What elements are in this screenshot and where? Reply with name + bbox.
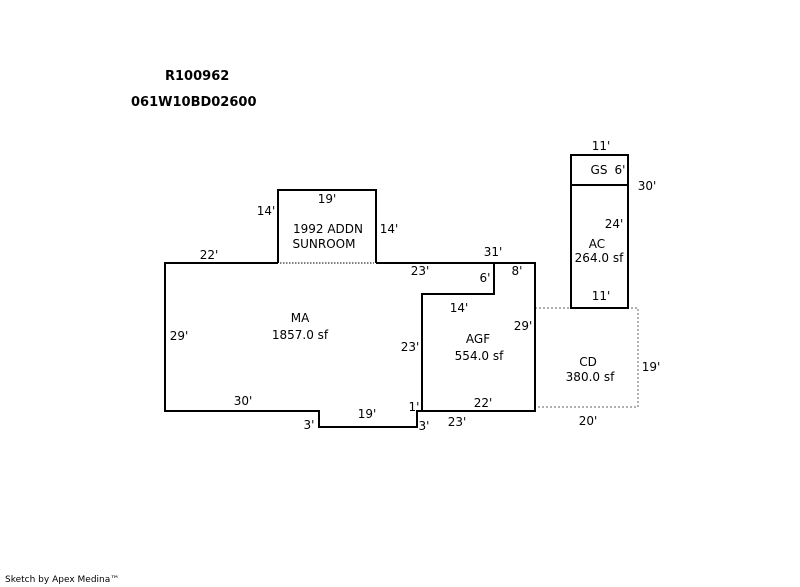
dim-ac-side: 24' [605,217,624,231]
dim-agf-bottom: 22' [474,396,493,410]
parcel-number: 061W10BD02600 [131,95,257,110]
dim-ma-notch-6: 6' [480,271,491,285]
ac-label: AC [589,237,605,251]
dim-gs-top: 11' [592,139,611,153]
dim-gs-depth: 6' [615,163,626,177]
dim-ma-top-left: 22' [200,248,219,262]
dim-ma-bottom-mid: 19' [358,407,377,421]
dim-ma-step-left: 3' [304,418,315,432]
dim-ma-step-right: 3' [419,419,430,433]
cd-deck-outline [535,307,639,408]
sunroom-label-line2: SUNROOM [293,237,356,251]
cd-area: 380.0 sf [566,370,615,384]
sunroom-outline [277,189,377,263]
dim-ma-inner-1: 1' [409,400,420,414]
dim-ma-inner-23-horizontal: 23' [411,264,430,278]
dim-ma-bottom-left: 30' [234,394,253,408]
main-area-outline [164,262,495,428]
dim-ac-right: 30' [638,179,657,193]
dim-cd-right: 19' [642,360,661,374]
cd-label: CD [579,355,597,369]
dim-agf-top: 14' [450,301,469,315]
dim-cd-bottom: 20' [579,414,598,428]
record-id: R100962 [165,69,230,84]
ma-label: MA [291,311,310,325]
sketch-credit: Sketch by Apex Medina™ [5,575,120,585]
dim-sunroom-left: 14' [257,204,276,218]
dim-agf-right: 29' [514,319,533,333]
dim-ma-inner-23-vertical: 23' [401,340,420,354]
agf-area: 554.0 sf [455,349,504,363]
ac-area: 264.0 sf [575,251,624,265]
ac-outline [570,154,629,309]
dim-ma-left: 29' [170,329,189,343]
dim-sunroom-top: 19' [318,192,337,206]
gs-label: GS [591,163,608,177]
sunroom-label-line1: 1992 ADDN [293,222,363,236]
dim-sunroom-right: 14' [380,222,399,236]
agf-outline [421,262,536,412]
dim-ma-top-right: 31' [484,245,503,259]
ma-area: 1857.0 sf [272,328,329,342]
dim-ac-bottom: 11' [592,289,611,303]
dim-agf-outer-bottom: 23' [448,415,467,429]
dim-ma-notch-8: 8' [512,264,523,278]
agf-label: AGF [466,332,490,346]
